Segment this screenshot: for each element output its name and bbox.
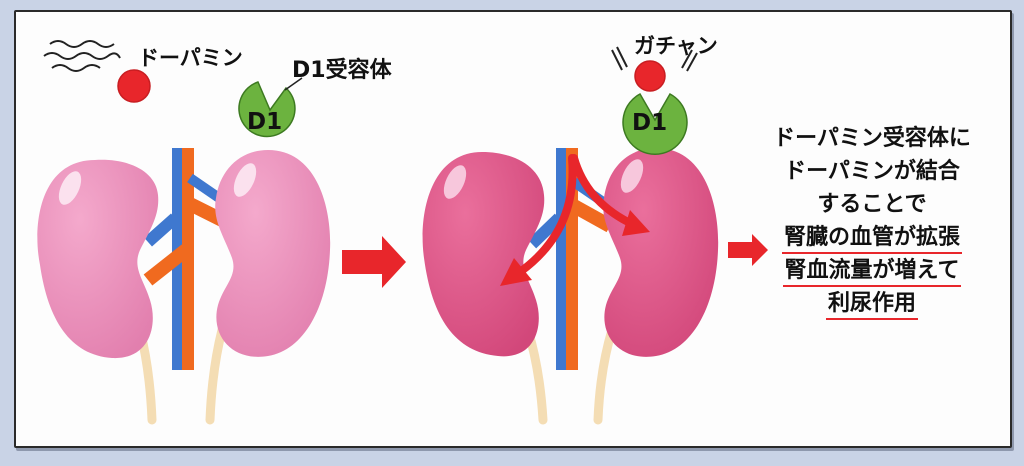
- step-arrow: [342, 236, 406, 288]
- binding-sound-label: ガチャン: [634, 34, 718, 58]
- left-kidney-left: [37, 159, 159, 359]
- explanation-line-2: ドーパミンが結合: [784, 159, 960, 184]
- flow-arrow-left: [516, 154, 577, 276]
- wavy-line-1: [49, 40, 115, 48]
- right-kidney-right: [603, 148, 719, 357]
- left-kidney-highlight-1: [58, 171, 82, 205]
- flow-arrow-right: [570, 154, 632, 226]
- bound-dopamine: [634, 60, 666, 92]
- left-kidney-highlight-2: [233, 163, 257, 197]
- d1-left-text: D1: [247, 109, 283, 135]
- explanation-text: ドーパミン受容体に ドーパミンが結合 することで 腎臓の血管が拡張 腎血流量が増…: [754, 122, 990, 320]
- right-panel: [422, 46, 719, 425]
- left-panel: [37, 40, 331, 425]
- right-vein: [556, 148, 566, 370]
- d1-receptor-label: D1受容体: [292, 58, 392, 83]
- d1-right-text: D1: [632, 110, 668, 136]
- explanation-line-6: 利尿作用: [825, 290, 918, 320]
- right-ureter-2: [593, 325, 617, 425]
- right-kidney-highlight-1: [443, 165, 467, 199]
- right-artery-branch-r: [570, 199, 614, 233]
- right-vein-branch-l: [527, 213, 564, 249]
- wavy-line-2: [43, 52, 121, 60]
- left-kidney-right: [215, 150, 331, 357]
- d1-receptor-pointer: [284, 77, 303, 91]
- explanation-line-5: 腎血流量が増えて: [782, 257, 962, 287]
- explanation-line-4: 腎臓の血管が拡張: [781, 224, 962, 254]
- right-kidney-left: [422, 152, 545, 357]
- flow-arrowhead-left: [500, 258, 532, 286]
- left-artery-branch-l: [143, 244, 191, 286]
- left-ureter-2: [205, 325, 227, 425]
- right-kidney-highlight-2: [620, 159, 644, 193]
- flow-arrowhead-right: [622, 210, 650, 236]
- d1-receptor-left: [238, 81, 296, 138]
- impact-mark-right: [681, 49, 698, 72]
- impact-mark-left: [611, 46, 628, 71]
- dopamine-molecule: [117, 69, 151, 103]
- result-arrow: [728, 234, 768, 266]
- d1-receptor-right: [622, 92, 688, 155]
- explanation-line-1: ドーパミン受容体に: [773, 126, 971, 151]
- explanation-line-3: することで: [817, 192, 927, 217]
- dopamine-label: ドーパミン: [138, 46, 243, 70]
- left-vein-branch-l: [144, 213, 179, 247]
- wavy-line-3: [51, 64, 101, 72]
